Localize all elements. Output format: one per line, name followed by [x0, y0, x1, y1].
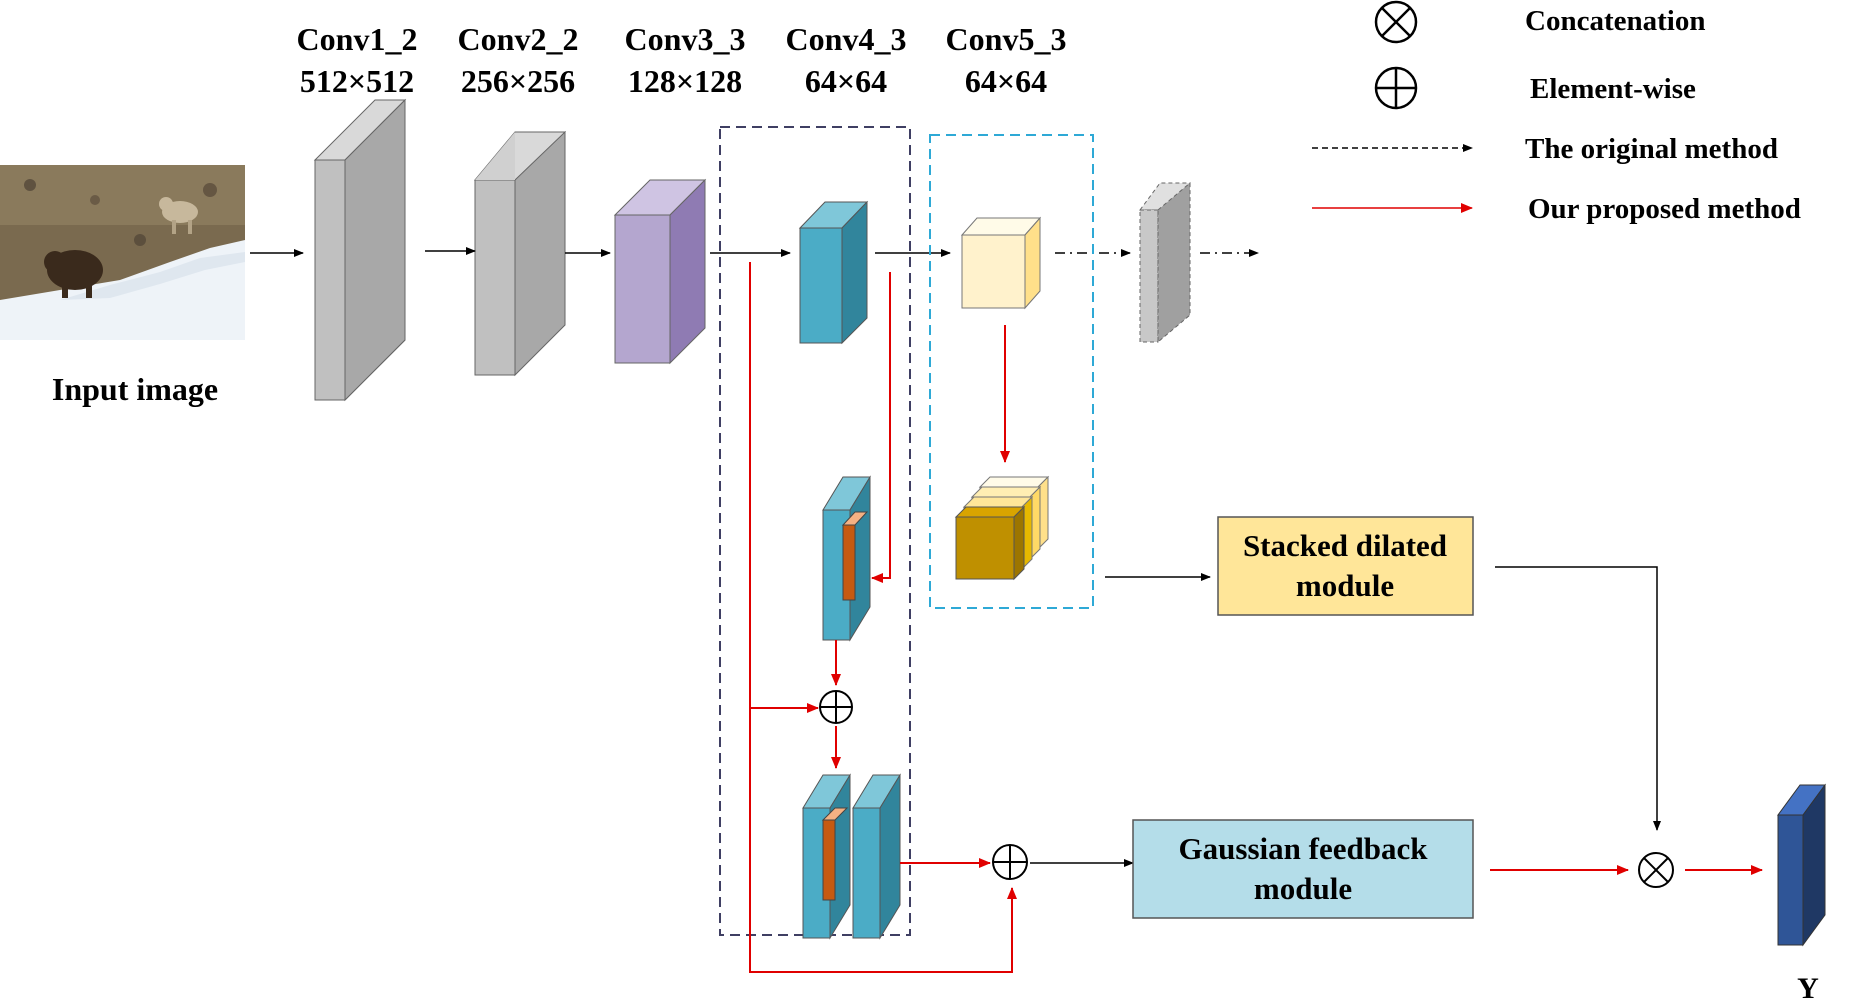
conv3-block	[613, 178, 707, 365]
output-block	[1777, 783, 1826, 947]
arrow-conv4-to-attention	[871, 272, 891, 583]
elementwise-add-final-icon	[992, 844, 1028, 880]
conv4-attention-map	[822, 475, 871, 642]
layer-name-conv4: Conv4_3	[786, 21, 907, 57]
layer-size-conv1: 512×512	[300, 63, 414, 99]
stacked-module-line1: Stacked dilated	[1243, 528, 1447, 563]
concatenation-icon	[1638, 852, 1674, 888]
conv5-block	[960, 216, 1042, 310]
layer-name-conv3: Conv3_3	[625, 21, 746, 57]
stacked-module-line2: module	[1296, 568, 1394, 603]
layer-size-conv2: 256×256	[461, 63, 575, 99]
conv4-fused-maps	[802, 773, 901, 940]
elementwise-add-icon	[819, 690, 853, 724]
legend-proposed-label: Our proposed method	[1528, 193, 1801, 225]
gaussian-feedback-module-box	[1132, 819, 1474, 919]
legend-concatenation-label: Concatenation	[1525, 5, 1705, 37]
conv2-block	[473, 130, 567, 377]
layer-name-conv2: Conv2_2	[458, 21, 579, 57]
layer-name-conv1: Conv1_2	[297, 21, 418, 57]
conv5-dilated-stack	[954, 475, 1050, 581]
legend-elementwise-icon	[1374, 66, 1418, 110]
output-label: Y	[1797, 972, 1819, 1004]
input-image	[0, 165, 245, 340]
gaussian-module-line2: module	[1254, 871, 1352, 906]
conv4-block	[798, 200, 869, 345]
arrow-stacked-to-concat	[1495, 566, 1661, 831]
layer-size-conv5: 64×64	[965, 63, 1047, 99]
legend-elementwise-label: Element-wise	[1530, 73, 1696, 105]
gaussian-module-line1: Gaussian feedback	[1179, 831, 1429, 866]
next-layer-block	[1139, 181, 1191, 344]
layer-size-conv4: 64×64	[805, 63, 887, 99]
stacked-dilated-module-box	[1217, 516, 1474, 616]
input-label: Input image	[52, 371, 218, 407]
layer-size-conv3: 128×128	[628, 63, 742, 99]
conv1-block	[313, 98, 407, 402]
arrow-conv3-skip-to-final-add	[749, 708, 1017, 973]
conv5-group-box	[929, 134, 1094, 609]
legend-concatenation-icon	[1374, 0, 1418, 44]
legend: Concatenation Element-wise The original …	[1312, 0, 1801, 225]
layer-name-conv5: Conv5_3	[946, 21, 1067, 57]
legend-original-label: The original method	[1525, 133, 1778, 165]
